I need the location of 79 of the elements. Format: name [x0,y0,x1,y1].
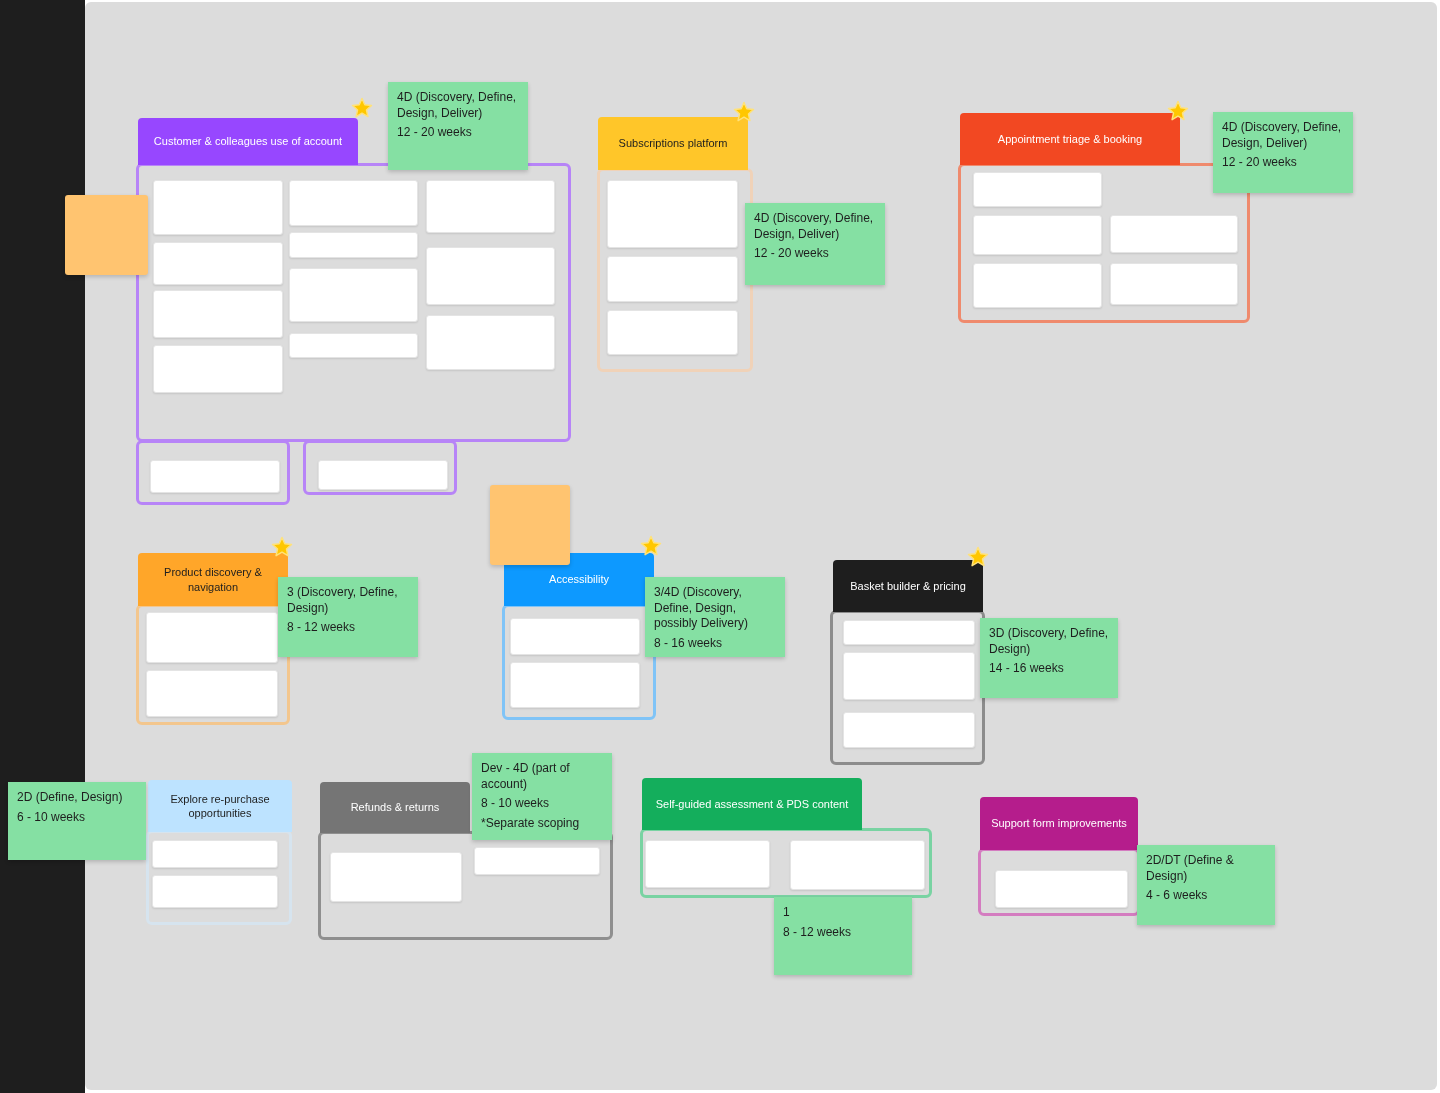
task-card [607,310,738,355]
task-card [146,612,278,663]
sticky-note [490,485,570,565]
task-card [289,333,418,358]
sticky-note [980,618,1118,698]
task-card [152,840,278,868]
section-header: Subscriptions platform [598,117,748,170]
section-header: Self-guided assessment & PDS content [642,778,862,830]
task-card [146,670,278,717]
note-text: 3D (Discovery, Define, Design) [989,626,1109,658]
task-card [289,180,418,226]
task-card [843,712,975,748]
task-card [973,172,1102,207]
task-card [790,840,925,890]
task-card [995,870,1128,908]
task-card [510,618,640,655]
task-card [150,460,280,493]
task-card [153,180,283,235]
task-card [843,620,975,645]
task-card [426,180,555,233]
task-card [843,652,975,700]
task-card [645,840,770,888]
note-text: 14 - 16 weeks [989,661,1064,677]
note-text: 6 - 10 weeks [17,809,86,826]
note-text: 4 - 6 weeks [1146,888,1208,904]
task-card [153,242,283,285]
sticky-note [745,203,885,285]
note-text: 1 [783,905,790,921]
note-text: 8 - 12 weeks [783,924,852,941]
note-text: *Separate scoping [481,815,580,832]
task-card [1110,263,1238,305]
sticky-note [8,782,146,860]
note-text: 8 - 12 weeks [287,620,356,636]
note-text: 4D (Discovery, Define, Design, Deliver) [1222,120,1343,152]
task-card [973,263,1102,308]
task-card [289,268,418,322]
section-header: Appointment triage & booking [960,113,1180,165]
task-card [318,460,448,490]
task-card [973,215,1102,255]
task-card [474,847,600,875]
note-text: 2D (Define, Design) [17,790,123,806]
task-card [607,180,738,248]
sticky-note [65,195,148,275]
group-frame [303,440,457,495]
note-text: 8 - 16 weeks [654,635,723,652]
task-card [510,662,640,708]
task-card [153,290,283,338]
note-text: 4D (Discovery, Define, Design, Deliver) [754,211,875,243]
task-card [426,247,555,305]
task-card [1110,215,1238,253]
sticky-note [645,577,785,657]
task-card [153,345,283,393]
sticky-note [472,753,612,840]
task-card [426,315,555,370]
note-text: 12 - 20 weeks [754,246,829,262]
task-card [152,875,278,908]
section-header: Basket builder & pricing [833,560,983,612]
note-text: 8 - 10 weeks [481,796,550,812]
task-card [289,232,418,258]
note-text: Dev - 4D (part of account) [481,761,571,793]
sticky-note [388,82,528,170]
sticky-note [1213,112,1353,193]
note-text: 4D (Discovery, Define, Design, Deliver) [397,90,518,122]
section-header: Explore re-purchase opportunities [148,780,292,832]
note-text: 3/4D (Discovery, Define, Design, possibly Delivery) [654,585,750,632]
section-header: Customer & colleagues use of account [138,118,358,165]
note-text: 12 - 20 weeks [397,125,472,141]
note-text: 2D/DT (Define & Design) [1146,853,1235,885]
task-card [607,256,738,302]
section-header: Support form improvements [980,797,1138,850]
section-header: Product discovery & navigation [138,553,288,606]
section-header: Refunds & returns [320,782,470,833]
sticky-note [278,577,418,657]
note-text: 12 - 20 weeks [1222,155,1297,171]
sticky-note [774,897,912,975]
task-card [330,852,462,902]
sticky-note [1137,845,1275,925]
group-frame [136,440,290,505]
note-text: 3 (Discovery, Define, Design) [287,585,399,617]
